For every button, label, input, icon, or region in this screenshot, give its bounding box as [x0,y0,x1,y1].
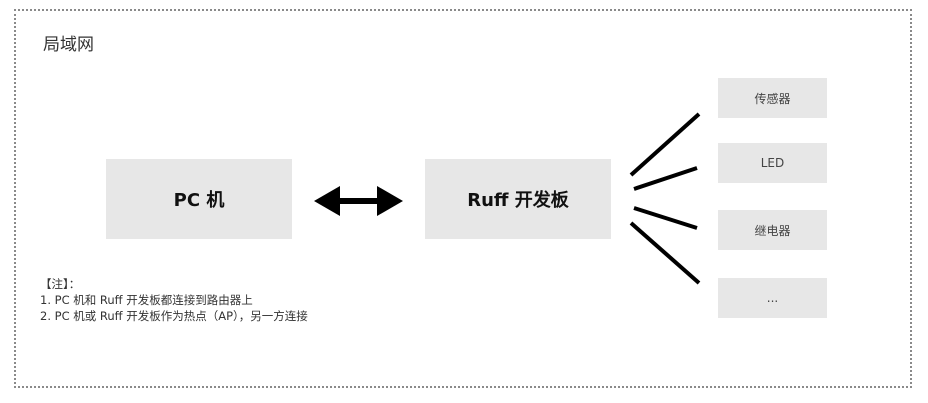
note-heading: 【注】： [40,277,81,291]
ruff-board-node: Ruff 开发板 [425,159,611,239]
pc-node: PC 机 [106,159,292,239]
device-label: LED [760,156,785,170]
link-line-sensor [629,112,701,177]
link-line-led [633,166,698,191]
link-line-relay [633,206,698,230]
pc-node-label: PC 机 [173,190,225,211]
note-item: 2. PC 机或 Ruff 开发板作为热点（AP），另一方连接 [40,309,308,323]
device-label: 传感器 [754,91,791,106]
device-more: ... [718,278,827,318]
bidirectional-arrow [314,186,403,216]
device-label: 继电器 [754,223,791,238]
lan-title: 局域网 [43,35,94,55]
ruff-board-node-label: Ruff 开发板 [467,190,569,211]
arrow-head-right [377,186,403,216]
note-block: 【注】： 1. PC 机和 Ruff 开发板都连接到路由器上 2. PC 机或 … [40,276,308,324]
device-sensor: 传感器 [718,78,827,118]
device-led: LED [718,143,827,183]
device-relay: 继电器 [718,210,827,250]
arrow-head-left [314,186,340,216]
link-line-more [629,221,701,285]
device-label: ... [766,291,779,305]
note-item: 1. PC 机和 Ruff 开发板都连接到路由器上 [40,293,253,307]
lan-boundary [14,9,912,388]
